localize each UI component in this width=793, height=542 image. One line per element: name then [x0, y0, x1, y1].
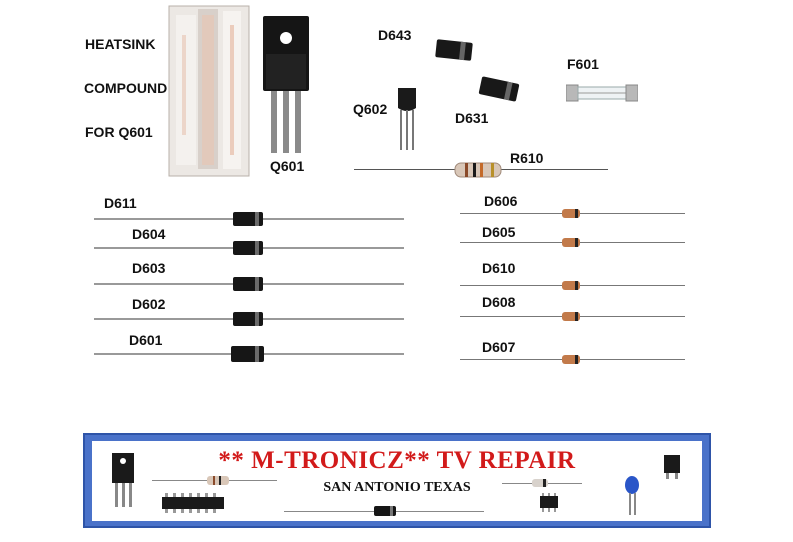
heatsink-compound-packet-icon	[168, 5, 250, 177]
signal-diode-icon	[562, 209, 580, 218]
banner-capacitor-icon	[625, 476, 639, 515]
heatsink-label-line2: COMPOUND	[84, 80, 168, 96]
banner-panel: ** M-TRONICZ** TV REPAIR SAN ANTONIO TEX…	[92, 441, 702, 521]
banner-title: ** M-TRONICZ** TV REPAIR	[218, 447, 576, 474]
diode-label: D611	[104, 195, 137, 211]
banner-subtitle: SAN ANTONIO TEXAS	[323, 480, 471, 495]
signal-diode-label: D606	[484, 193, 518, 209]
d631-label: D631	[455, 110, 489, 126]
r610-resistor-icon	[454, 162, 502, 178]
q602-label: Q602	[353, 101, 388, 117]
f601-label: F601	[567, 56, 599, 72]
axial-diode-icon	[233, 277, 263, 291]
axial-diode-icon	[233, 212, 263, 226]
d631-diode-icon	[478, 76, 520, 102]
diode-label: D602	[132, 296, 166, 312]
signal-diode-label: D610	[482, 260, 516, 276]
signal-diode-label: D608	[482, 294, 516, 310]
diode-label: D603	[132, 260, 166, 276]
banner-transistor-icon	[112, 453, 134, 507]
signal-diode-label: D605	[482, 224, 516, 240]
d643-label: D643	[378, 27, 412, 43]
axial-diode-icon	[233, 312, 263, 326]
q602-transistor-icon	[398, 88, 416, 150]
heatsink-label-line3: FOR Q601	[85, 124, 153, 140]
f601-fuse-icon	[566, 84, 638, 102]
q601-label: Q601	[270, 158, 305, 174]
diode-label: D604	[132, 226, 166, 242]
banner-signal-diode-icon	[532, 479, 548, 487]
banner-smd-transistor-icon	[664, 455, 680, 479]
banner-diode-icon	[374, 506, 396, 516]
signal-diode-icon	[562, 238, 580, 247]
signal-diode-icon	[562, 281, 580, 290]
axial-diode-icon	[231, 346, 264, 362]
signal-diode-icon	[562, 355, 580, 364]
signal-diode-icon	[562, 312, 580, 321]
r610-label: R610	[510, 150, 544, 166]
signal-diode-label: D607	[482, 339, 516, 355]
diode-label: D601	[129, 332, 163, 348]
banner-small-ic-icon	[540, 493, 558, 512]
q601-transistor-icon	[263, 16, 309, 153]
banner-ic-chip-icon	[162, 493, 224, 513]
d643-diode-icon	[435, 39, 473, 61]
banner-resistor-icon	[207, 476, 229, 485]
heatsink-label-line1: HEATSINK	[85, 36, 156, 52]
axial-diode-icon	[233, 241, 263, 255]
shop-banner: ** M-TRONICZ** TV REPAIR SAN ANTONIO TEX…	[83, 433, 711, 528]
